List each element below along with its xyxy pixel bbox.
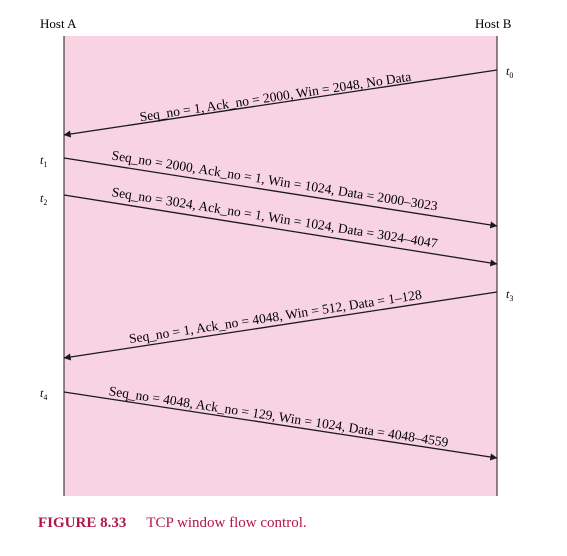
figure-number: FIGURE 8.33 <box>38 515 126 531</box>
message-arrow-5 <box>63 391 498 461</box>
time-mark-t1: t1 <box>40 153 47 169</box>
timeline-panel <box>64 36 497 496</box>
message-arrow-4 <box>63 291 498 361</box>
host-a-label: Host A <box>40 16 77 31</box>
host-b-label: Host B <box>475 16 512 31</box>
message-arrow-3 <box>63 194 498 267</box>
figure-caption: FIGURE 8.33 TCP window flow control. <box>38 514 307 531</box>
time-mark-t4: t4 <box>40 386 47 402</box>
time-marks: t0 t1 t2 t3 t4 <box>40 64 513 402</box>
figure-title: TCP window flow control. <box>146 515 306 531</box>
message-arrow-2 <box>63 157 498 229</box>
time-mark-t3: t3 <box>506 287 513 303</box>
message-arrow-1 <box>63 69 498 138</box>
time-mark-t0: t0 <box>506 64 513 80</box>
time-mark-t2: t2 <box>40 191 47 207</box>
